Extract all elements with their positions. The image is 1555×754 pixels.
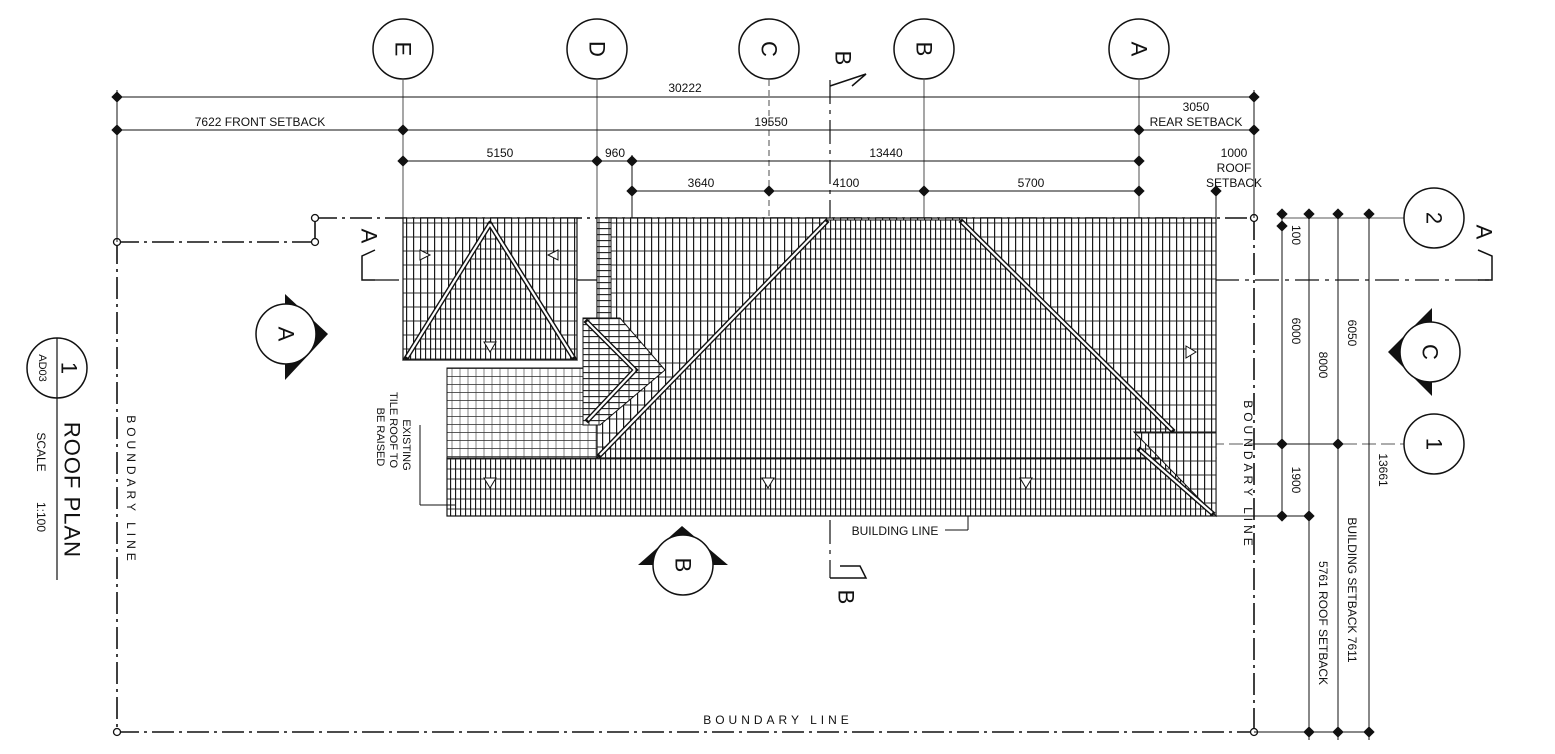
grid-label-d: D xyxy=(585,41,610,57)
dim-overall: 30222 xyxy=(668,81,702,95)
section-label-b-bottom: B xyxy=(834,590,859,605)
dim-roof-setback-line1: ROOF xyxy=(1217,161,1252,175)
elevation-label-a: A xyxy=(274,327,299,342)
building-line-label: BUILDING LINE xyxy=(852,524,939,538)
dim-3640: 3640 xyxy=(688,176,715,190)
elevation-marker-a: A xyxy=(255,294,328,380)
dim-4100: 4100 xyxy=(833,176,860,190)
scale-label: SCALE xyxy=(34,432,48,471)
dim-rear-setback-value: 3050 xyxy=(1183,100,1210,114)
section-label-a-right: A xyxy=(1472,225,1497,240)
grid-label-a: A xyxy=(1127,42,1152,57)
dim-roof-setback-line2: SETBACK xyxy=(1206,176,1262,190)
section-flag-a-right: A xyxy=(1472,225,1497,281)
elevation-label-b: B xyxy=(671,558,696,573)
grid-bubble-e: E xyxy=(372,18,434,80)
right-dimension-ticks xyxy=(1276,208,1375,738)
roof-fall-arrows xyxy=(419,249,1197,489)
grid-label-e: E xyxy=(391,42,416,57)
boundary-label-right: BOUNDARY LINE xyxy=(1241,400,1255,550)
roof-corner-face xyxy=(1132,431,1217,518)
grid-bubble-2: 2 xyxy=(1403,187,1465,249)
dim-5150: 5150 xyxy=(487,146,514,160)
dim-v-100: 100 xyxy=(1289,225,1303,245)
grid-bubble-d: D xyxy=(566,18,628,80)
existing-note-line3: BE RAISED xyxy=(374,408,386,467)
dim-v-1900: 1900 xyxy=(1289,467,1303,494)
dim-roof-setback-side: 5761 ROOF SETBACK xyxy=(1316,561,1330,685)
roof-valley-face xyxy=(582,317,666,426)
grid-bubble-c: C xyxy=(738,18,800,80)
grid-label-c: C xyxy=(757,41,782,57)
roof-skillion xyxy=(446,457,1217,517)
dim-front-setback: 7622 FRONT SETBACK xyxy=(195,115,326,129)
dim-960: 960 xyxy=(605,146,625,160)
right-dimensions xyxy=(1216,213,1374,740)
boundary-label-bottom: BOUNDARY LINE xyxy=(703,713,853,727)
elevation-marker-c: C xyxy=(1388,308,1461,396)
dim-v-8000: 8000 xyxy=(1316,352,1330,379)
dim-building-setback-side: BUILDING SETBACK 7611 xyxy=(1345,517,1359,662)
scale-value: 1:100 xyxy=(34,502,48,532)
dim-roof-setback-value: 1000 xyxy=(1221,146,1248,160)
dim-v-13661: 13661 xyxy=(1376,453,1390,487)
section-flag-b-bottom: B xyxy=(830,565,868,605)
section-label-b-top: B xyxy=(831,51,856,66)
grid-label-2: 2 xyxy=(1422,212,1447,224)
elevation-marker-b: B xyxy=(638,526,728,596)
grid-label-b: B xyxy=(912,42,937,57)
drawing-title-block: 1 AD03 ROOF PLAN SCALE 1:100 xyxy=(26,337,88,580)
roof-strip xyxy=(596,217,612,319)
grid-bubble-1: 1 xyxy=(1403,413,1465,475)
elevation-label-c: C xyxy=(1418,344,1443,360)
grid-bubble-a: A xyxy=(1108,18,1170,80)
roof-ridges-inner xyxy=(406,221,1213,514)
dim-13440: 13440 xyxy=(869,146,903,160)
existing-note-line2: TILE ROOF TO xyxy=(387,392,399,468)
detail-number: 1 xyxy=(57,362,82,374)
existing-note-line1: EXISTING xyxy=(400,419,412,470)
section-flag-a-left: A xyxy=(357,229,382,281)
dim-rear-setback-label: REAR SETBACK xyxy=(1150,115,1243,129)
dim-v-6050: 6050 xyxy=(1345,320,1359,347)
roof xyxy=(402,217,1217,518)
section-flag-b-top: B xyxy=(829,51,867,87)
dim-5700: 5700 xyxy=(1018,176,1045,190)
dimension-ticks xyxy=(111,91,1260,197)
dim-v-6000: 6000 xyxy=(1289,318,1303,345)
dim-middle: 19550 xyxy=(754,115,788,129)
detail-sheet-ref: AD03 xyxy=(36,354,48,382)
grid-label-1: 1 xyxy=(1422,438,1447,450)
grid-bubble-b: B xyxy=(893,18,955,80)
boundary-label-left: BOUNDARY LINE xyxy=(124,415,138,565)
drawing-title: ROOF PLAN xyxy=(60,422,85,558)
top-dimensions xyxy=(116,90,1255,242)
section-label-a-left: A xyxy=(357,229,382,244)
